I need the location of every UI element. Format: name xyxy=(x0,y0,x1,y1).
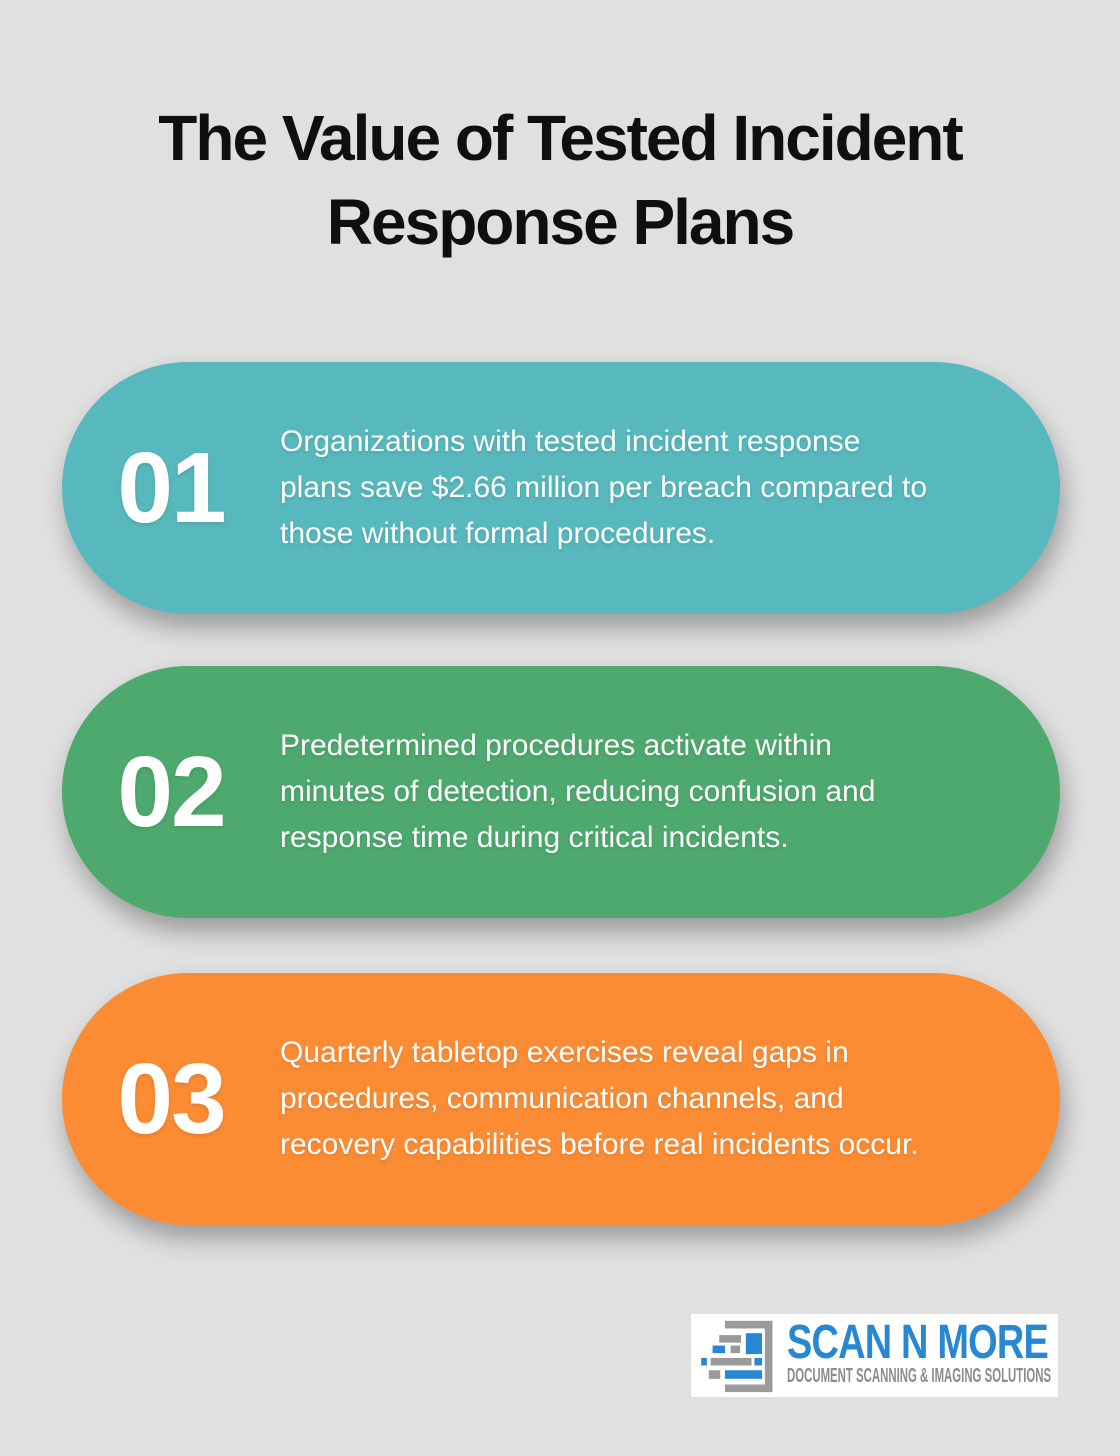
card-number: 03 xyxy=(117,1042,226,1155)
card-number: 01 xyxy=(117,431,226,544)
logo-brand-name: SCAN N MORE xyxy=(787,1316,1049,1369)
card-text-line: minutes of detection, reducing confusion… xyxy=(280,775,876,808)
scan-n-more-logo: SCAN N MORE DOCUMENT SCANNING & IMAGING … xyxy=(691,1314,1058,1397)
card-text: Predetermined procedures activate within… xyxy=(280,723,1025,861)
fact-card-02: 02 Predetermined procedures activate wit… xyxy=(62,666,1060,918)
card-text-line: recovery capabilities before real incide… xyxy=(280,1128,919,1161)
page-title-line-1: The Value of Tested Incident xyxy=(158,102,963,174)
fact-card-01: 01 Organizations with tested incident re… xyxy=(62,362,1060,614)
card-text-line: Organizations with tested incident respo… xyxy=(280,425,861,458)
card-text-line: plans save $2.66 million per breach comp… xyxy=(280,471,928,504)
card-text-line: those without formal procedures. xyxy=(280,517,716,550)
card-text-line: procedures, communication channels, and xyxy=(280,1082,844,1115)
card-text: Quarterly tabletop exercises reveal gaps… xyxy=(280,1030,1025,1168)
card-text-line: Quarterly tabletop exercises reveal gaps… xyxy=(280,1036,849,1069)
card-number: 02 xyxy=(117,735,226,848)
page-title: The Value of Tested Incident Response Pl… xyxy=(0,96,1120,264)
card-text-line: response time during critical incidents. xyxy=(280,821,789,854)
fact-card-03: 03 Quarterly tabletop exercises reveal g… xyxy=(62,973,1060,1225)
card-text-line: Predetermined procedures activate within xyxy=(280,729,832,762)
logo-tagline: DOCUMENT SCANNING & IMAGING SOLUTIONS xyxy=(787,1365,1052,1387)
card-text: Organizations with tested incident respo… xyxy=(280,419,1025,557)
scan-document-icon xyxy=(701,1320,773,1393)
page-title-line-2: Response Plans xyxy=(326,186,795,258)
